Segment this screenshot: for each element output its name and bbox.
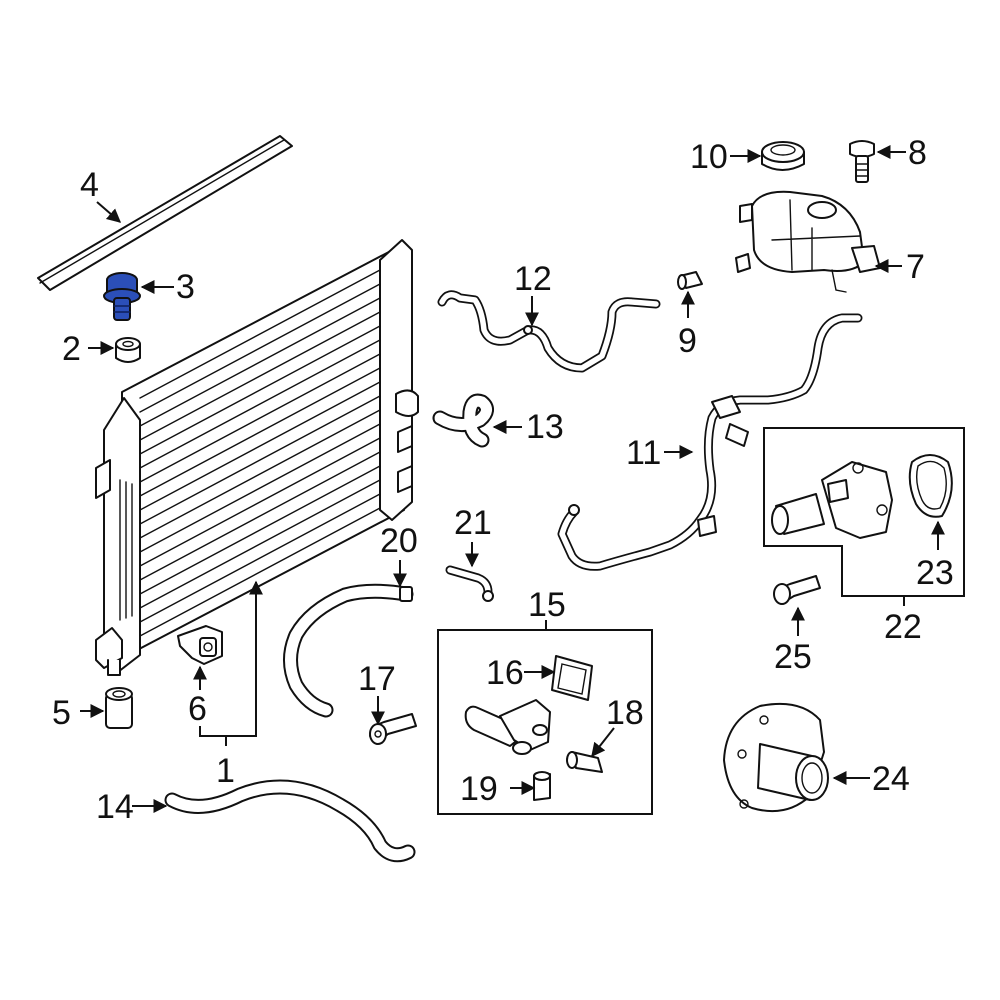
callout-13: 13 (526, 408, 564, 446)
callout-6: 6 (188, 690, 207, 728)
part-22-thermostat-housing[interactable] (771, 461, 893, 539)
radiator-core-fins (139, 269, 381, 637)
part-23-gasket[interactable] (908, 454, 953, 518)
callout-8: 8 (908, 134, 927, 172)
part-16-gasket[interactable] (551, 655, 593, 701)
callout-12: 12 (514, 260, 552, 298)
callout-18: 18 (606, 694, 644, 732)
callout-21: 21 (454, 504, 492, 542)
part-21-small-hose[interactable] (445, 565, 494, 602)
callout-10: 10 (690, 138, 728, 176)
callout-2: 2 (62, 330, 81, 368)
part-5-bushing[interactable] (105, 687, 133, 729)
callout-23: 23 (916, 554, 954, 592)
part-18-sensor[interactable] (566, 751, 603, 773)
callout-9: 9 (678, 322, 697, 360)
part-15-housing[interactable] (464, 699, 551, 755)
part-6-bracket[interactable] (177, 625, 223, 665)
part-10-cap[interactable] (761, 141, 805, 171)
part-9-plug[interactable] (677, 271, 703, 290)
part-2-bushing[interactable] (115, 337, 141, 363)
callout-labels: 1 2 3 4 5 6 7 8 9 10 11 12 13 14 15 16 1… (52, 134, 954, 826)
part-14-lower-hose[interactable] (164, 779, 416, 863)
part-12-tube[interactable] (437, 290, 661, 373)
part-4-seal-strip[interactable] (37, 135, 293, 291)
callout-1: 1 (216, 752, 235, 790)
part-7-coolant-reservoir[interactable] (735, 190, 881, 293)
part-8-bolt[interactable] (849, 140, 875, 183)
callout-5: 5 (52, 694, 71, 732)
part-11-tube-assembly[interactable] (557, 313, 863, 571)
callout-11: 11 (626, 434, 661, 472)
part-20-hose[interactable] (283, 583, 414, 718)
callout-15: 15 (528, 586, 566, 624)
part-17-bolt[interactable] (369, 713, 417, 745)
part-24-outlet[interactable] (723, 702, 829, 813)
part-25-bolt[interactable] (773, 575, 821, 605)
part-19-fitting[interactable] (533, 771, 551, 801)
callout-4: 4 (80, 166, 99, 204)
part-3-bolt-highlighted[interactable] (103, 272, 141, 321)
leader-lines (80, 145, 945, 813)
part-13-hose-elbow[interactable] (432, 393, 494, 448)
callout-3: 3 (176, 268, 195, 306)
callout-20: 20 (380, 522, 418, 560)
callout-25: 25 (774, 638, 812, 676)
callout-19: 19 (460, 770, 498, 808)
part-22-assembly-box (763, 427, 965, 597)
part-1-radiator[interactable] (95, 239, 419, 676)
callout-14: 14 (96, 788, 134, 826)
callout-7: 7 (906, 248, 925, 286)
callout-17: 17 (358, 660, 396, 698)
callout-24: 24 (872, 760, 910, 798)
callout-16: 16 (486, 654, 524, 692)
callout-22: 22 (884, 608, 922, 646)
